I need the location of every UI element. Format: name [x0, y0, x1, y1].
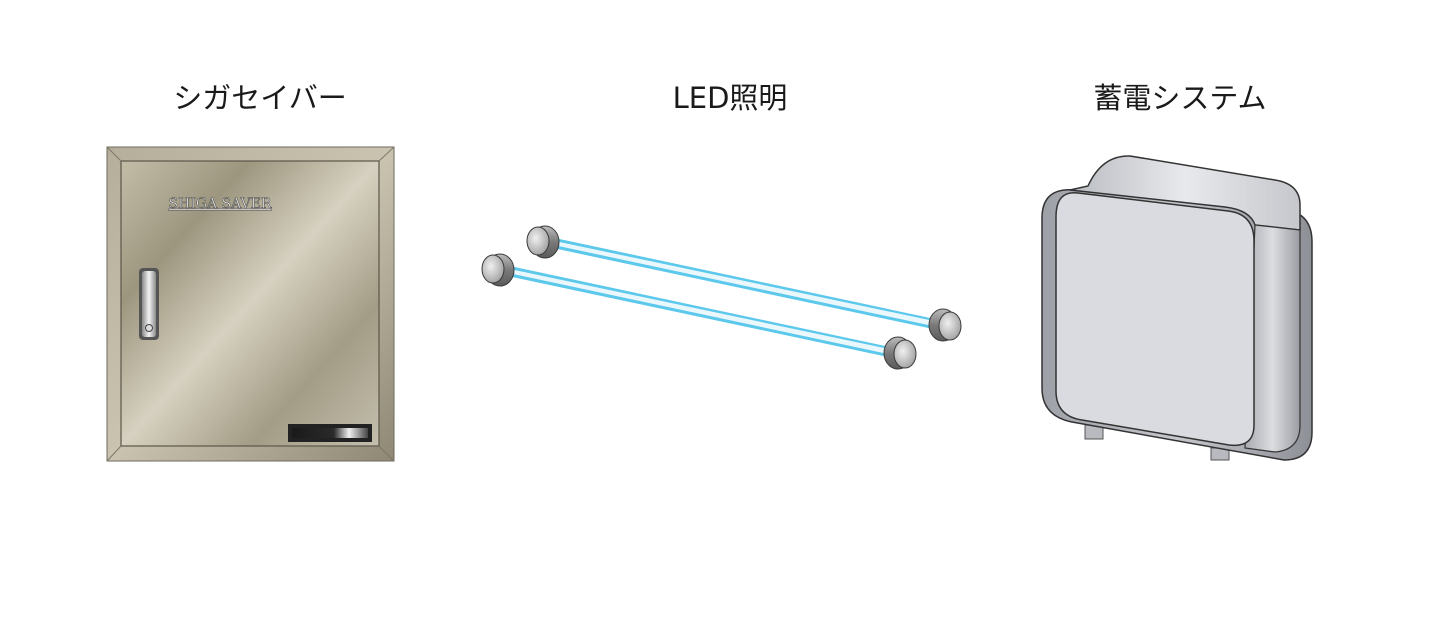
cabinet-vent-slot — [288, 424, 372, 442]
cabinet-nameplate: SHIGA SAVER — [169, 196, 272, 212]
battery-side — [1244, 224, 1301, 453]
led-tubes-illustration — [481, 225, 962, 370]
battery-front-face — [1055, 191, 1255, 447]
cabinet-door — [120, 160, 380, 447]
product-label-storage-system: 蓄電システム — [1093, 81, 1267, 115]
battery-top — [1069, 155, 1301, 231]
led-tube-back — [526, 225, 962, 342]
cabinet-illustration: SHIGA SAVER — [106, 146, 395, 462]
product-label-led-lighting: LED照明 — [672, 81, 788, 115]
cabinet-handle — [139, 268, 159, 340]
battery-unit-illustration — [1041, 155, 1313, 461]
led-tube-front — [481, 253, 917, 370]
product-label-shiga-saver: シガセイバー — [173, 81, 347, 115]
